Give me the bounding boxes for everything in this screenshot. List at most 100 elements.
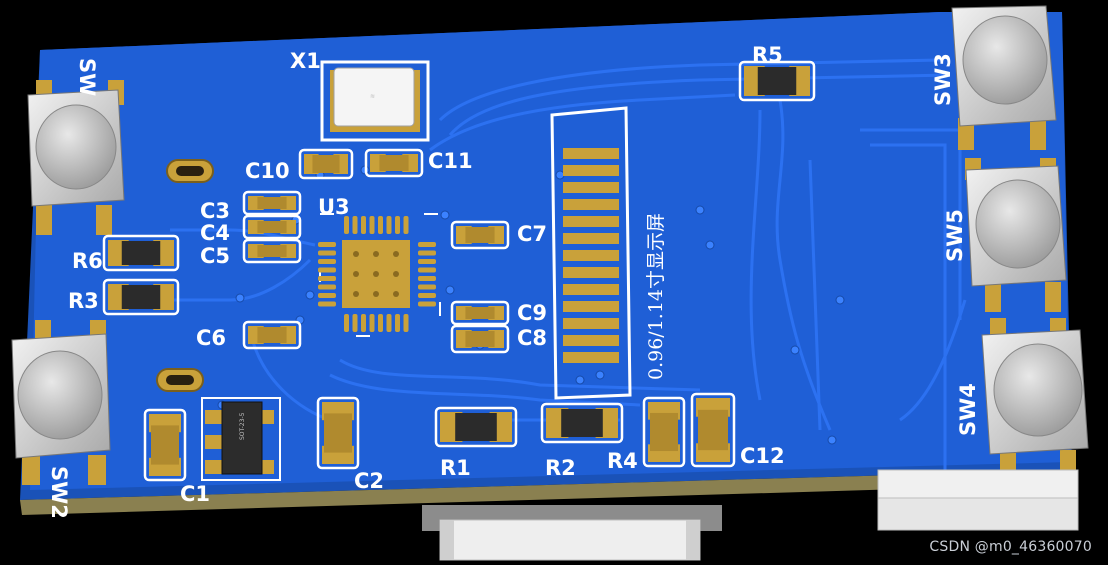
smd-component xyxy=(642,396,686,468)
mcu-pin xyxy=(403,314,409,332)
mcu-pin xyxy=(344,216,349,234)
crystal-x1: ≋ xyxy=(320,60,430,142)
watermark-text: CSDN @m0_46360070 xyxy=(929,539,1092,555)
label-c4: C4 xyxy=(200,221,230,245)
label-sw1: SW xyxy=(75,58,99,96)
lcd-pad xyxy=(563,233,619,244)
mcu-pin xyxy=(318,301,336,307)
label-c1: C1 xyxy=(180,482,210,506)
label-r5: R5 xyxy=(752,43,783,67)
label-c6: C6 xyxy=(196,326,226,350)
mcu-pin xyxy=(378,216,383,234)
switch-sw4[interactable] xyxy=(981,318,1089,480)
mcu-pin xyxy=(318,293,336,298)
smd-component xyxy=(434,406,518,448)
label-c9: C9 xyxy=(517,301,547,325)
mcu-pin xyxy=(418,242,436,247)
lcd-pad xyxy=(563,250,619,261)
lcd-pad xyxy=(563,318,619,329)
bottom-connector-left xyxy=(422,505,722,561)
label-r1: R1 xyxy=(440,456,471,480)
switch-sw1[interactable] xyxy=(27,80,125,235)
smd-component xyxy=(242,214,302,240)
regulator-sot23: SOT-23-5 xyxy=(201,397,281,481)
mcu-pin xyxy=(386,314,392,332)
lcd-pad xyxy=(563,165,619,176)
lcd-pad xyxy=(563,148,619,159)
smd-component xyxy=(242,238,302,264)
lcd-pad xyxy=(563,284,619,295)
smd-component xyxy=(690,392,736,468)
mcu-pin xyxy=(418,267,436,273)
label-c11: C11 xyxy=(428,149,473,173)
pcb-board xyxy=(20,12,1074,515)
switch-sw3[interactable] xyxy=(951,5,1057,150)
label-lcd: 0.96/1.14寸显示屏 xyxy=(645,213,667,380)
mcu-pin xyxy=(361,216,366,234)
lcd-pad xyxy=(563,352,619,363)
label-r3: R3 xyxy=(68,289,99,313)
label-c5: C5 xyxy=(200,244,230,268)
mcu-u3 xyxy=(318,213,441,337)
mcu-pin xyxy=(418,276,436,281)
smd-component xyxy=(102,234,180,272)
smd-component xyxy=(738,60,816,102)
switch-sw5[interactable] xyxy=(965,158,1067,312)
smd-component xyxy=(242,320,302,350)
silkscreen-labels: X1 U3 C10 C11 C3 C4 C5 C6 C7 C9 C8 R6 R3… xyxy=(47,43,980,519)
mcu-pin xyxy=(395,314,400,332)
passive-components xyxy=(102,60,816,482)
lcd-pad xyxy=(563,182,619,193)
mcu-pin xyxy=(418,259,436,264)
label-sw3: SW3 xyxy=(931,53,955,106)
smd-component xyxy=(450,324,510,354)
label-c12: C12 xyxy=(740,444,785,468)
mounting-slots xyxy=(156,159,214,392)
label-sw2: SW2 xyxy=(47,466,71,519)
lcd-pad xyxy=(563,335,619,346)
mcu-pin xyxy=(378,314,383,332)
label-c8: C8 xyxy=(517,326,547,350)
lcd-pad xyxy=(563,301,619,312)
copper-traces xyxy=(120,58,967,470)
mcu-pin xyxy=(403,216,409,234)
smd-component xyxy=(364,148,424,178)
lcd-pad xyxy=(563,199,619,210)
label-c3: C3 xyxy=(200,199,230,223)
smd-component xyxy=(450,220,510,250)
smd-component xyxy=(298,148,354,180)
label-r6: R6 xyxy=(72,249,103,273)
mcu-pin xyxy=(318,250,336,256)
mcu-pin xyxy=(352,216,358,234)
crystal-marking: ≋ xyxy=(370,93,375,100)
label-x1: X1 xyxy=(290,49,321,73)
smd-component xyxy=(450,300,510,326)
label-sw5: SW5 xyxy=(943,209,967,262)
label-r2: R2 xyxy=(545,456,576,480)
mcu-pin xyxy=(344,314,349,332)
label-u3: U3 xyxy=(318,195,350,219)
regulator-marking: SOT-23-5 xyxy=(239,412,246,440)
smd-component xyxy=(143,408,187,482)
mcu-pin xyxy=(318,242,336,247)
mcu-pin xyxy=(361,314,366,332)
smd-component xyxy=(316,396,360,470)
mcu-pin xyxy=(418,284,436,290)
mcu-pin xyxy=(352,314,358,332)
mcu-pin xyxy=(318,259,336,264)
lcd-connector xyxy=(550,106,632,400)
mcu-pin xyxy=(395,216,400,234)
mcu-pin xyxy=(418,293,436,298)
label-r4: R4 xyxy=(607,449,638,473)
smd-component xyxy=(102,278,180,316)
mcu-pin xyxy=(418,301,436,307)
switch-sw2[interactable] xyxy=(11,320,111,485)
lcd-pad xyxy=(563,216,619,227)
mcu-pin xyxy=(418,250,436,256)
lcd-pad xyxy=(563,267,619,278)
smd-component xyxy=(242,190,302,216)
bottom-connector-right xyxy=(877,469,1079,531)
mcu-pin xyxy=(369,216,375,234)
mcu-pin xyxy=(318,267,336,273)
